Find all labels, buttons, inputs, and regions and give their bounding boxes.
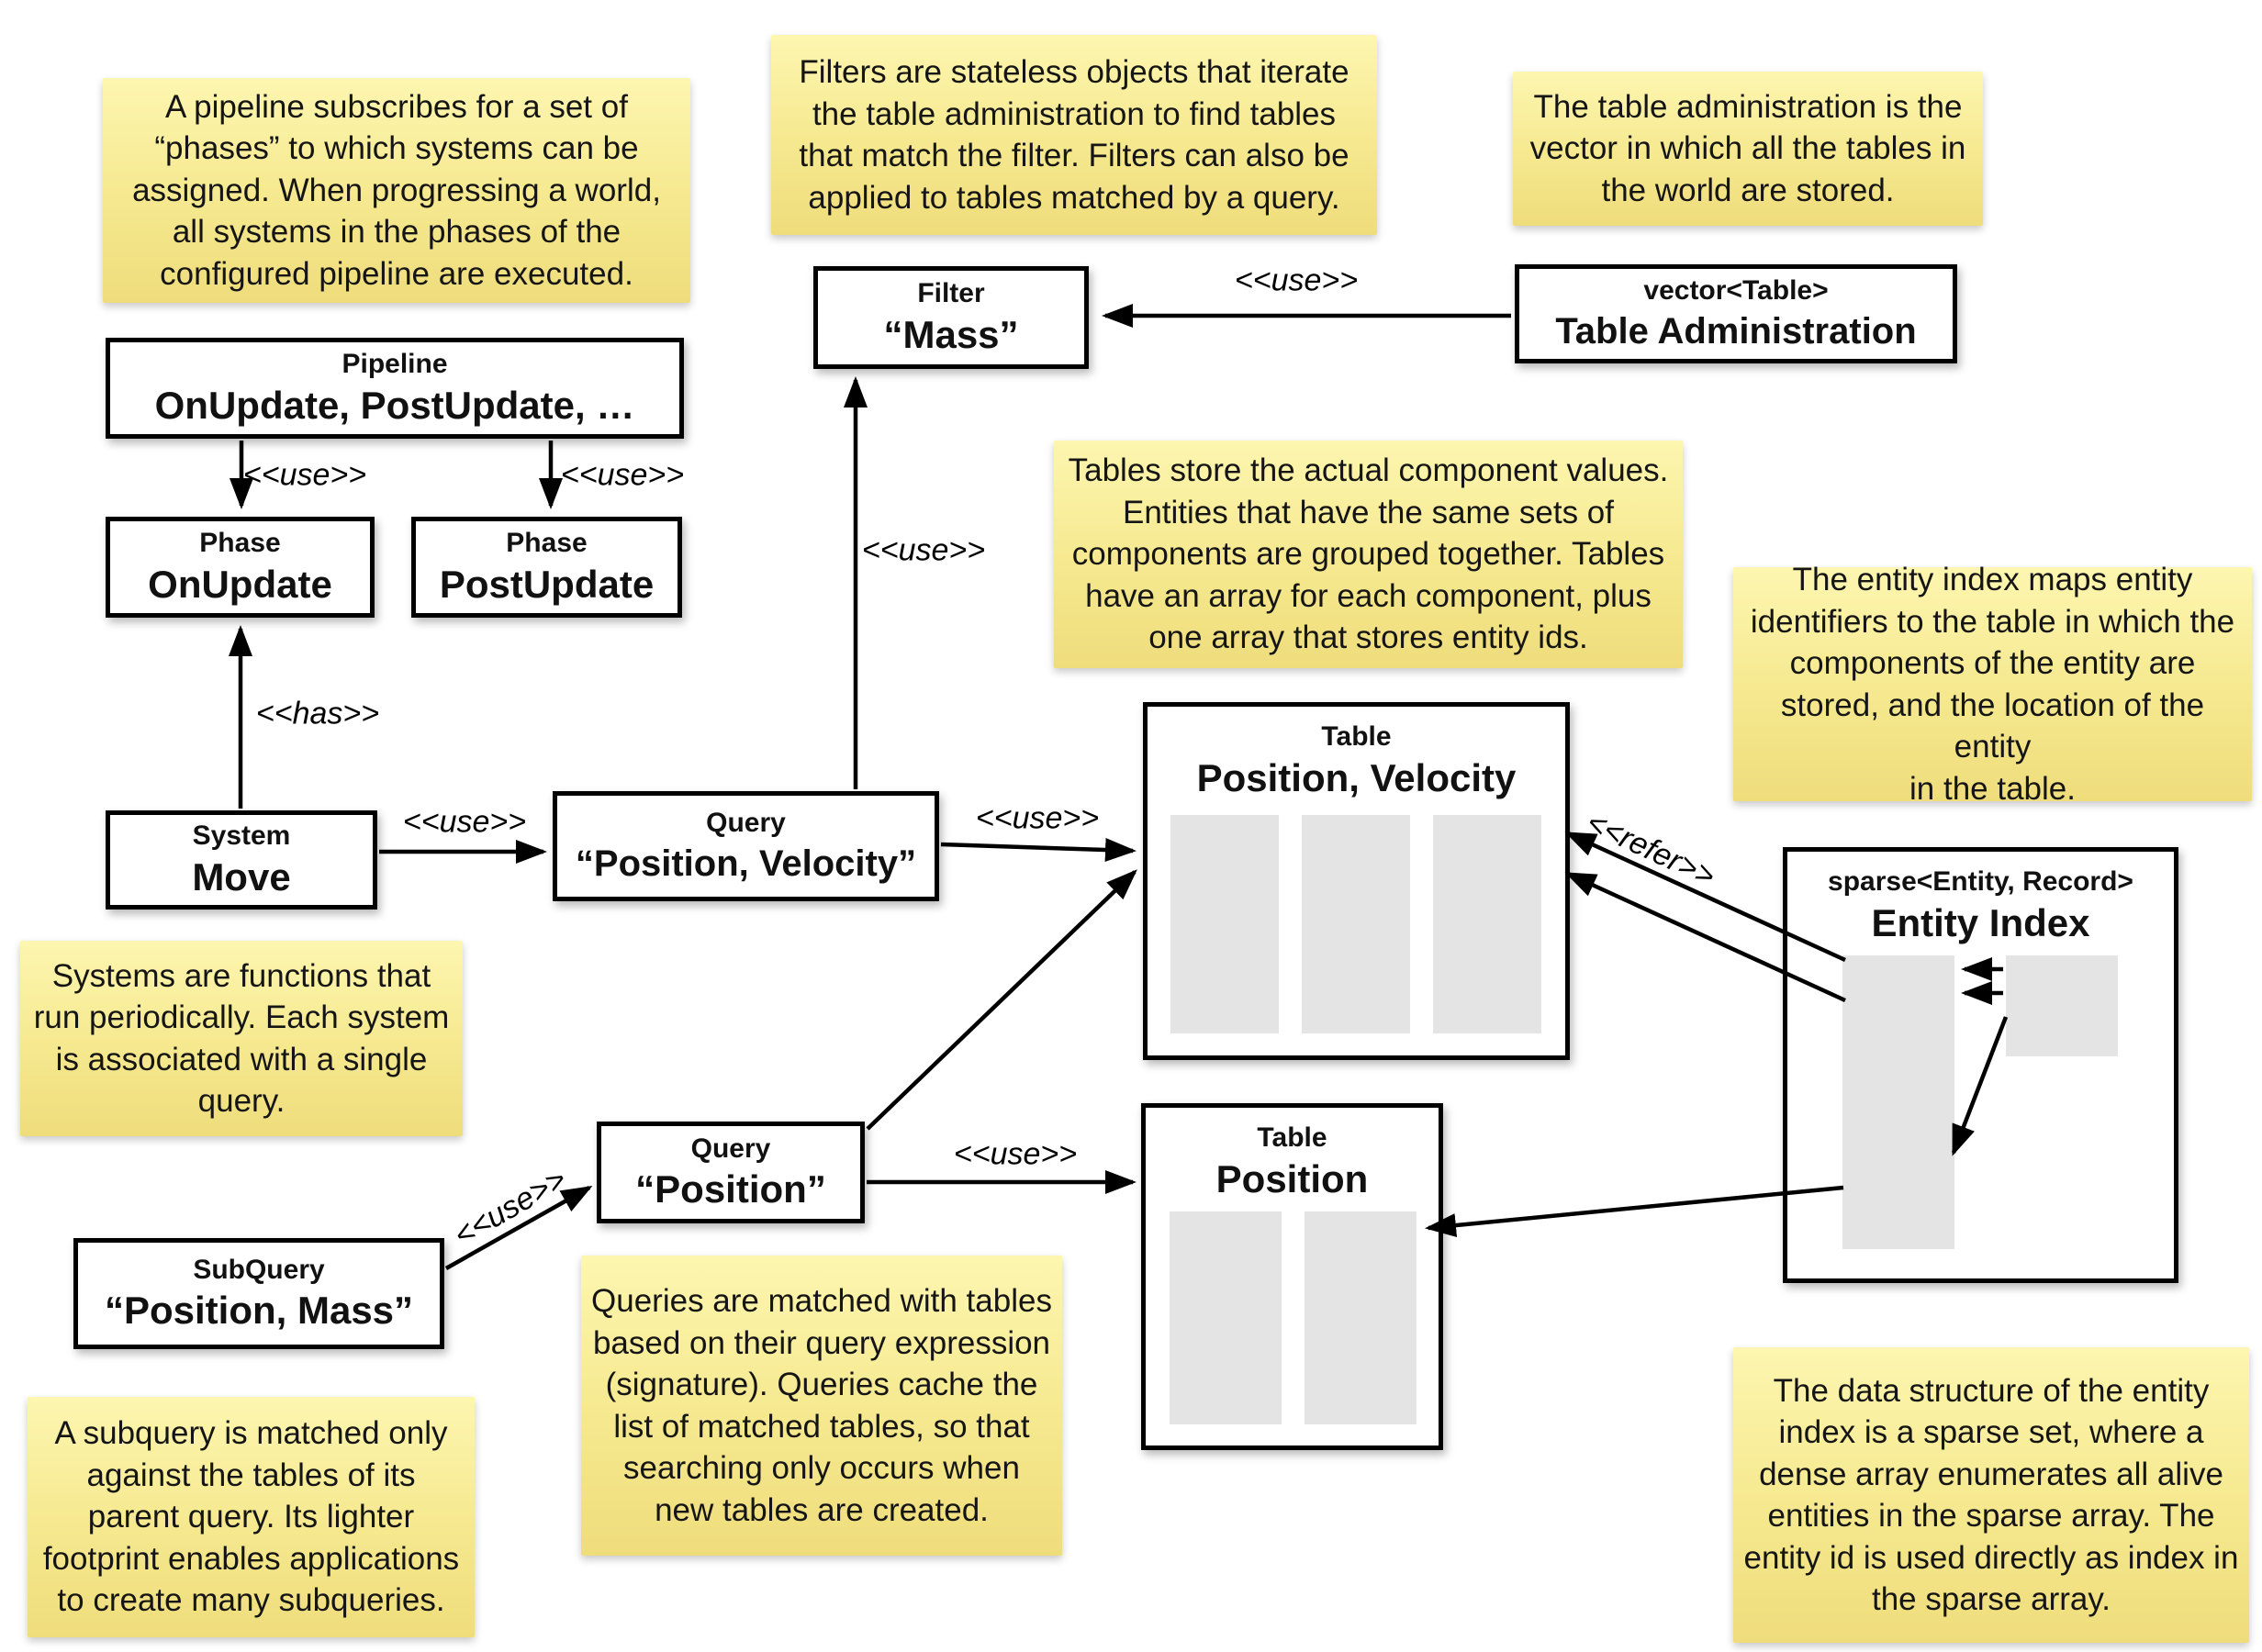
label-use-pipeline-postupdate: <<use>> bbox=[560, 457, 685, 493]
label-refer-entityindex-table: <<refer>> bbox=[1581, 804, 1720, 895]
table-administration-box: vector<Table> Table Administration bbox=[1515, 264, 1957, 363]
pipeline-box: Pipeline OnUpdate, PostUpdate, … bbox=[106, 338, 684, 439]
system-move-box-type: System bbox=[192, 820, 291, 851]
component-array bbox=[1302, 815, 1410, 1033]
entity-index-box-name: Entity Index bbox=[1871, 900, 2090, 944]
subquery-box-type: SubQuery bbox=[193, 1254, 325, 1285]
note-sparse-set: The data structure of the entity index i… bbox=[1733, 1347, 2249, 1643]
note-table-administration: The table administration is the vector i… bbox=[1513, 72, 1983, 226]
system-move-box: System Move bbox=[106, 810, 377, 910]
entity-index-box-type: sparse<Entity, Record> bbox=[1828, 866, 2133, 897]
phase-postupdate-box-name: PostUpdate bbox=[439, 562, 655, 606]
filter-box: Filter “Mass” bbox=[813, 266, 1089, 369]
note-subquery: A subquery is matched only against the t… bbox=[28, 1397, 475, 1637]
dense-array bbox=[2006, 955, 2118, 1056]
arrow-queryp-to-tablepv bbox=[866, 869, 1137, 1131]
query-position-velocity-box: Query “Position, Velocity” bbox=[553, 791, 939, 901]
entity-index-box: sparse<Entity, Record> Entity Index bbox=[1783, 847, 2178, 1283]
component-array bbox=[1170, 815, 1279, 1033]
filter-box-type: Filter bbox=[917, 278, 985, 308]
subquery-box-name: “Position, Mass” bbox=[104, 1289, 414, 1332]
note-tables: Tables store the actual component values… bbox=[1054, 441, 1683, 668]
arrow-querypv-to-tablepv bbox=[940, 838, 1137, 862]
table-position-velocity-box-name: Position, Velocity bbox=[1196, 755, 1517, 799]
query-position-box: Query “Position” bbox=[597, 1122, 865, 1223]
note-systems: Systems are functions that run periodica… bbox=[20, 941, 463, 1136]
pipeline-box-type: Pipeline bbox=[342, 349, 448, 379]
table-position-velocity-box: Table Position, Velocity bbox=[1143, 702, 1570, 1060]
sparse-array bbox=[1842, 955, 1954, 1249]
label-has-system-phase: <<has>> bbox=[255, 696, 380, 731]
table-position-box-type: Table bbox=[1257, 1122, 1327, 1153]
query-position-velocity-box-type: Query bbox=[706, 808, 786, 839]
phase-postupdate-box: Phase PostUpdate bbox=[411, 517, 682, 618]
query-position-box-type: Query bbox=[690, 1133, 771, 1164]
arrow-sparse-to-tablep bbox=[1425, 1185, 1844, 1238]
table-administration-box-type: vector<Table> bbox=[1643, 275, 1829, 307]
phase-postupdate-box-type: Phase bbox=[506, 528, 588, 558]
label-use-system-query: <<use>> bbox=[402, 804, 527, 840]
note-pipeline: A pipeline subscribes for a set of “phas… bbox=[103, 78, 690, 303]
component-array bbox=[1170, 1211, 1282, 1424]
query-position-box-name: “Position” bbox=[635, 1167, 826, 1211]
subquery-box: SubQuery “Position, Mass” bbox=[73, 1238, 444, 1349]
label-use-tableadmin-filter: <<use>> bbox=[1234, 262, 1359, 298]
note-queries: Queries are matched with tables based on… bbox=[581, 1256, 1062, 1556]
query-position-velocity-box-name: “Position, Velocity” bbox=[575, 843, 917, 884]
system-move-box-name: Move bbox=[192, 854, 291, 899]
label-use-query-filter: <<use>> bbox=[861, 532, 986, 568]
note-filters: Filters are stateless objects that itera… bbox=[771, 35, 1377, 235]
component-array bbox=[1305, 1211, 1417, 1424]
phase-onupdate-box: Phase OnUpdate bbox=[106, 517, 375, 618]
label-use-subquery-queryp: <<use>> bbox=[448, 1161, 573, 1254]
filter-box-name: “Mass” bbox=[883, 312, 1019, 356]
phase-onupdate-box-name: OnUpdate bbox=[148, 562, 332, 606]
table-administration-box-name: Table Administration bbox=[1555, 310, 1917, 352]
component-array bbox=[1433, 815, 1541, 1033]
pipeline-box-name: OnUpdate, PostUpdate, … bbox=[154, 383, 635, 427]
table-position-box: Table Position bbox=[1141, 1103, 1443, 1450]
phase-onupdate-box-type: Phase bbox=[199, 528, 281, 558]
table-position-velocity-box-type: Table bbox=[1321, 721, 1392, 752]
label-use-pipeline-onupdate: <<use>> bbox=[242, 457, 367, 493]
label-use-queryp-tablep: <<use>> bbox=[953, 1136, 1078, 1172]
note-entity-index: The entity index maps entity identifiers… bbox=[1733, 562, 2252, 807]
label-use-querypv-tablepv: <<use>> bbox=[975, 800, 1100, 836]
table-position-box-name: Position bbox=[1215, 1156, 1369, 1200]
